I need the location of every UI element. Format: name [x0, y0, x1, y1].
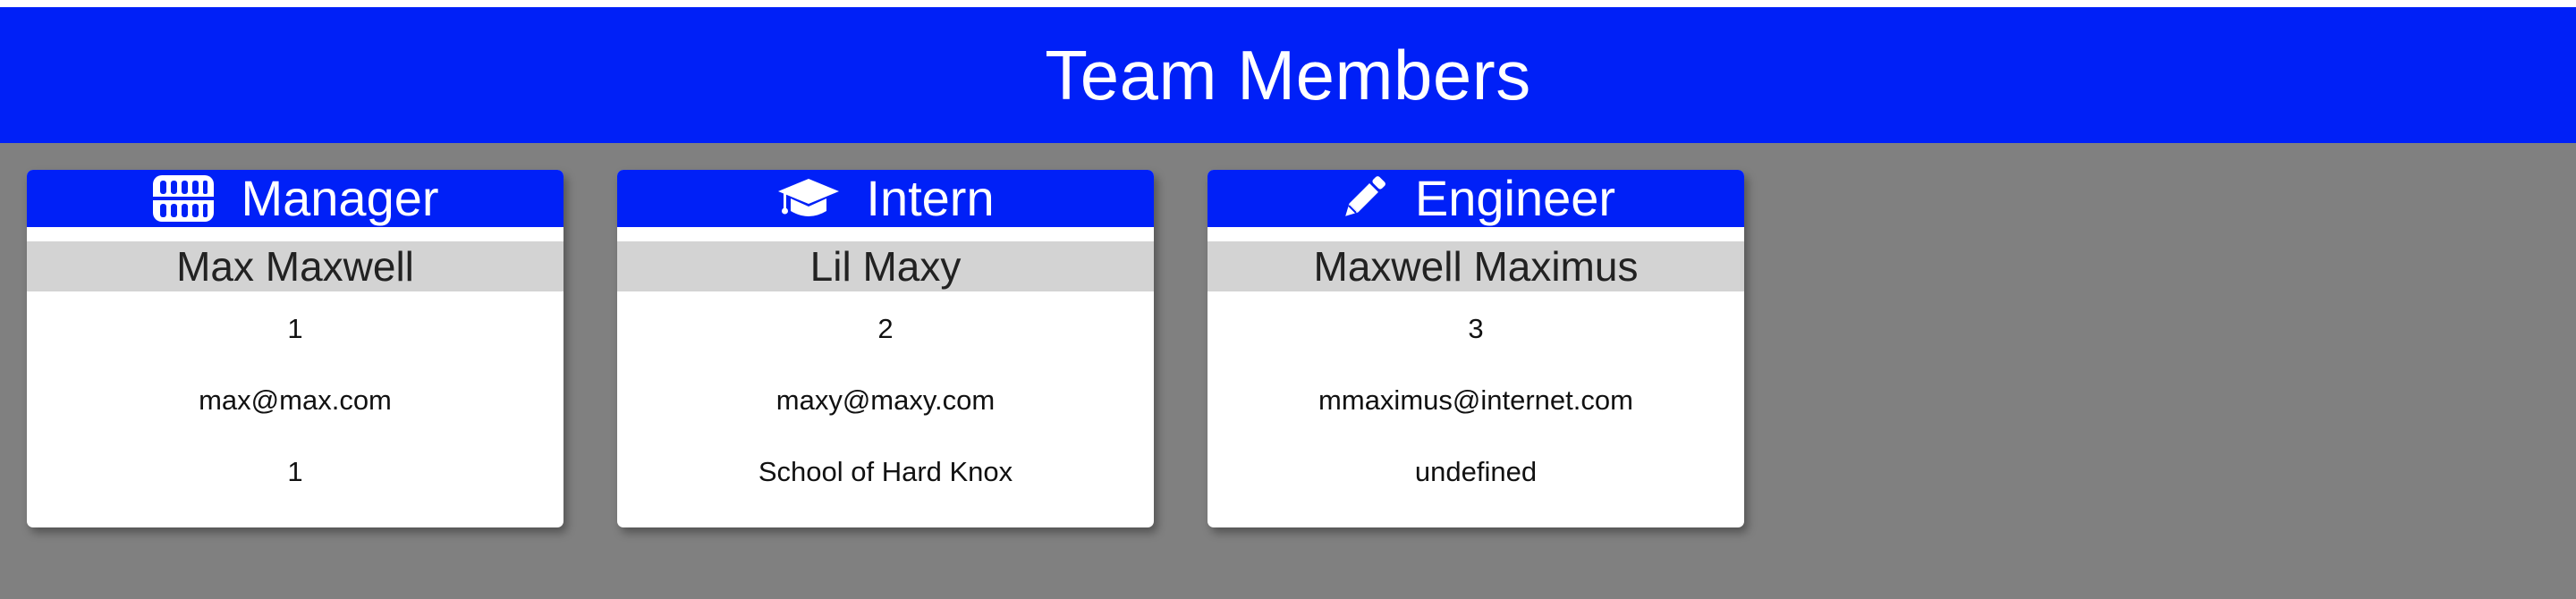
- card-role: Intern: [866, 170, 995, 226]
- employee-email: max@max.com: [199, 384, 392, 416]
- card-header: Engineer: [1208, 170, 1744, 227]
- card-header: Intern: [617, 170, 1154, 227]
- card-role: Engineer: [1414, 170, 1616, 226]
- employee-name: Max Maxwell: [176, 243, 414, 290]
- card-header: Manager: [27, 170, 564, 227]
- page-title: Team Members: [1045, 35, 1531, 114]
- page-header: Team Members: [0, 7, 2576, 143]
- employee-card-manager: Manager Max Maxwell 1 max@max.com 1: [27, 170, 564, 527]
- name-band: Maxwell Maximus: [1208, 241, 1744, 291]
- name-band: Lil Maxy: [617, 241, 1154, 291]
- pencil-icon: [1336, 172, 1390, 225]
- employee-extra: 1: [287, 456, 303, 487]
- employee-id: 3: [1468, 313, 1484, 344]
- employee-id: 1: [287, 313, 303, 344]
- team-cards: Manager Max Maxwell 1 max@max.com 1: [27, 170, 1744, 527]
- employee-id: 2: [877, 313, 894, 344]
- manager-icon: [151, 173, 216, 224]
- employee-email: mmaximus@internet.com: [1318, 384, 1633, 416]
- employee-name: Lil Maxy: [809, 243, 962, 290]
- card-role: Manager: [241, 170, 439, 226]
- graduation-cap-icon: [776, 173, 841, 224]
- employee-github: undefined: [1414, 456, 1538, 487]
- employee-email: maxy@maxy.com: [775, 384, 996, 416]
- employee-name: Maxwell Maximus: [1313, 243, 1639, 290]
- employee-school: School of Hard Knox: [758, 456, 1013, 487]
- employee-card-intern: Intern Lil Maxy 2 maxy@maxy.com School o…: [617, 170, 1154, 527]
- employee-card-engineer: Engineer Maxwell Maximus 3 mmaximus@inte…: [1208, 170, 1744, 527]
- name-band: Max Maxwell: [27, 241, 564, 291]
- top-strip: [0, 0, 2576, 7]
